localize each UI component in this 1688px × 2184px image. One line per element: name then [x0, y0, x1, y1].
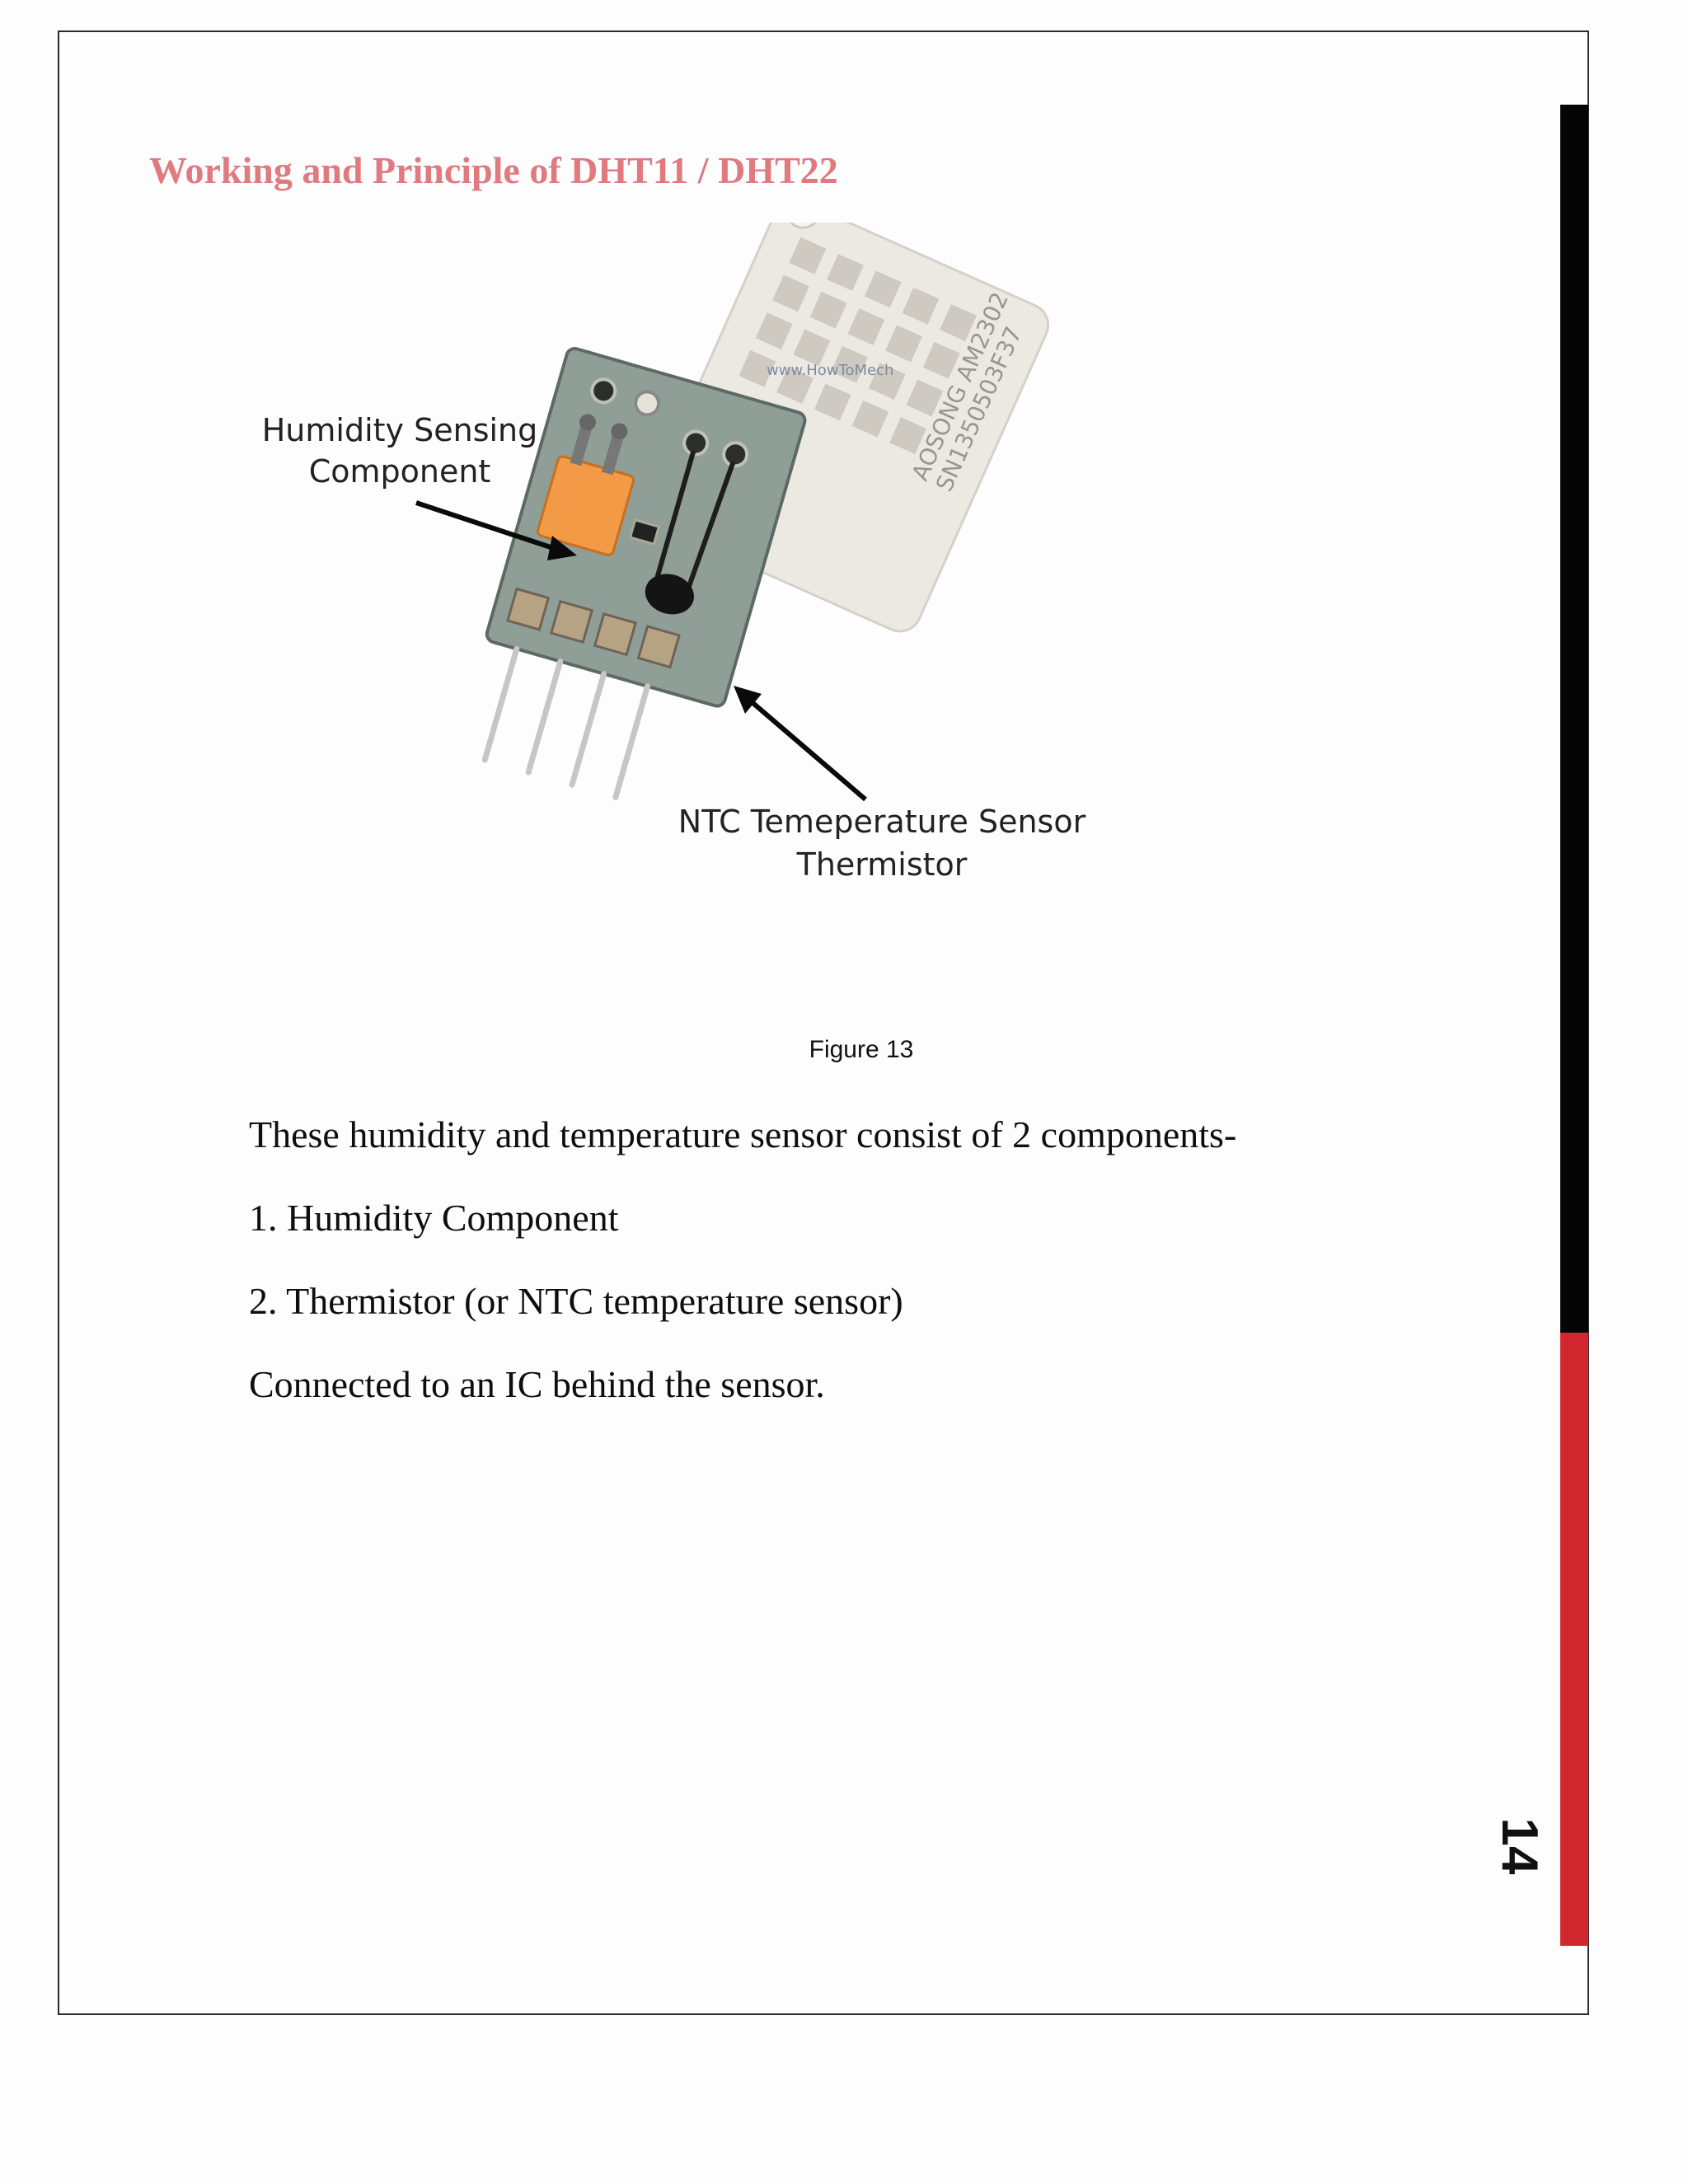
- label-ntc-line1: NTC Temeperature Sensor: [678, 804, 1086, 840]
- side-bar-black: [1560, 105, 1588, 1333]
- sensor-illustration: AOSONG AM2302 SN1350503F37 www.HowToMech: [262, 193, 1086, 883]
- arrow-ntc: [734, 686, 867, 802]
- label-humidity-line2: Component: [309, 453, 491, 490]
- label-ntc-line2: Thermistor: [796, 846, 968, 883]
- section-title: Working and Principle of DHT11 / DHT22: [149, 149, 838, 191]
- intro-paragraph: These humidity and temperature sensor co…: [249, 1113, 1237, 1155]
- arrow-humidity: [415, 500, 577, 560]
- side-bar-red: [1560, 1333, 1588, 1946]
- list-item-thermistor: 2. Thermistor (or NTC temperature sensor…: [249, 1280, 903, 1322]
- figure-caption: Figure 13: [809, 1036, 914, 1063]
- label-humidity-line1: Humidity Sensing: [262, 412, 538, 448]
- page-number: 14: [1491, 1817, 1548, 1875]
- list-item-humidity: 1. Humidity Component: [249, 1197, 619, 1239]
- connected-paragraph: Connected to an IC behind the sensor.: [249, 1363, 825, 1405]
- watermark-text: www.HowToMech: [767, 362, 893, 379]
- humidity-component: [536, 414, 635, 556]
- page-border: [58, 30, 1589, 2015]
- sensor-figure: AOSONG AM2302 SN1350503F37 www.HowToMech: [231, 193, 1137, 907]
- sensor-board: [481, 346, 807, 800]
- ntc-thermistor: [645, 450, 736, 615]
